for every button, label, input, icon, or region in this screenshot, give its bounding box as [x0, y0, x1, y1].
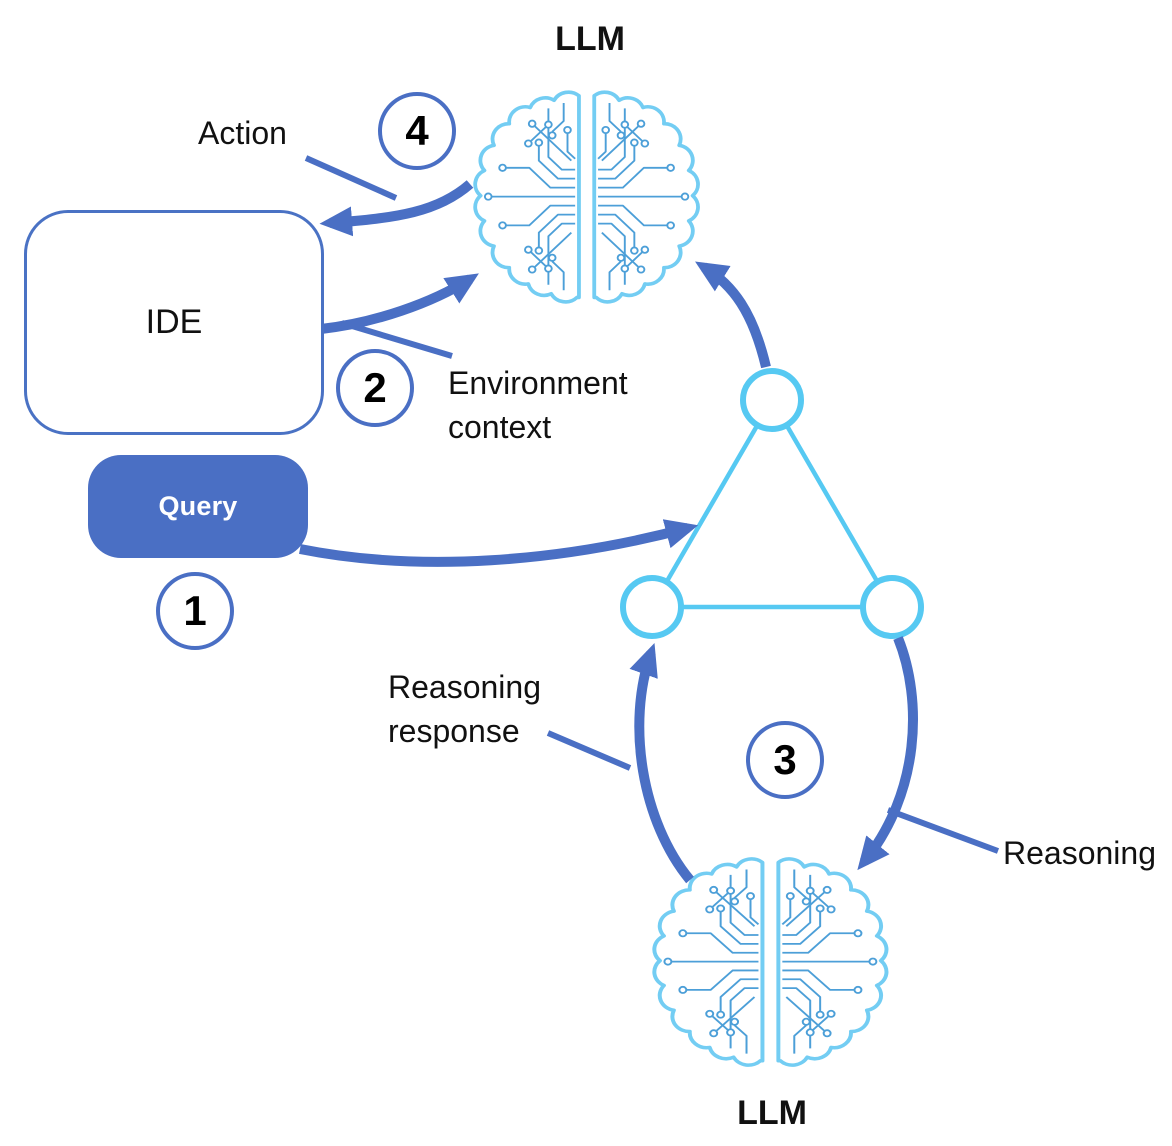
action-label: Action [198, 115, 287, 151]
ide-node-label: IDE [145, 303, 203, 341]
environment-context-label: Environment context [448, 365, 628, 445]
step-marker-1: 1 [156, 572, 234, 650]
callout-reasoning [886, 807, 1000, 854]
step-marker-4: 4 [378, 92, 456, 170]
reasoning-response-label: Reasoning response [388, 669, 541, 749]
agent-triangle [650, 398, 894, 610]
step-2-number: 2 [363, 364, 387, 411]
arrow-reasoning-response-to-triangle [629, 643, 694, 884]
reasoning-label: Reasoning [1003, 835, 1156, 871]
arrow-env-context-ide-to-llm [320, 273, 479, 334]
agent-node-top [740, 368, 804, 432]
llm-brain-icon-bottom [654, 859, 886, 1065]
arrow-action-llm-to-ide [319, 180, 474, 237]
query-node-label: Query [158, 491, 238, 521]
ide-node: IDE [24, 210, 324, 435]
callout-action [304, 155, 398, 201]
agent-node-right [860, 575, 924, 639]
arrow-reasoning-to-bottom-llm [857, 636, 918, 871]
step-marker-2: 2 [336, 349, 414, 427]
step-3-number: 3 [773, 736, 797, 783]
query-node: Query [88, 455, 308, 558]
step-1-number: 1 [183, 587, 207, 634]
llm-brain-icon-top [475, 92, 698, 302]
agent-nodes [620, 368, 924, 639]
arrow-query-to-triangle [299, 519, 699, 567]
step-4-number: 4 [405, 107, 429, 154]
agent-node-left [620, 575, 684, 639]
llm-bottom-label: LLM [737, 1094, 807, 1132]
arrow-triangle-to-top-llm [695, 261, 771, 369]
step-marker-3: 3 [746, 721, 824, 799]
callout-reasoning-response [546, 730, 632, 771]
callout-env-context [341, 320, 453, 359]
llm-top-label: LLM [555, 20, 625, 58]
